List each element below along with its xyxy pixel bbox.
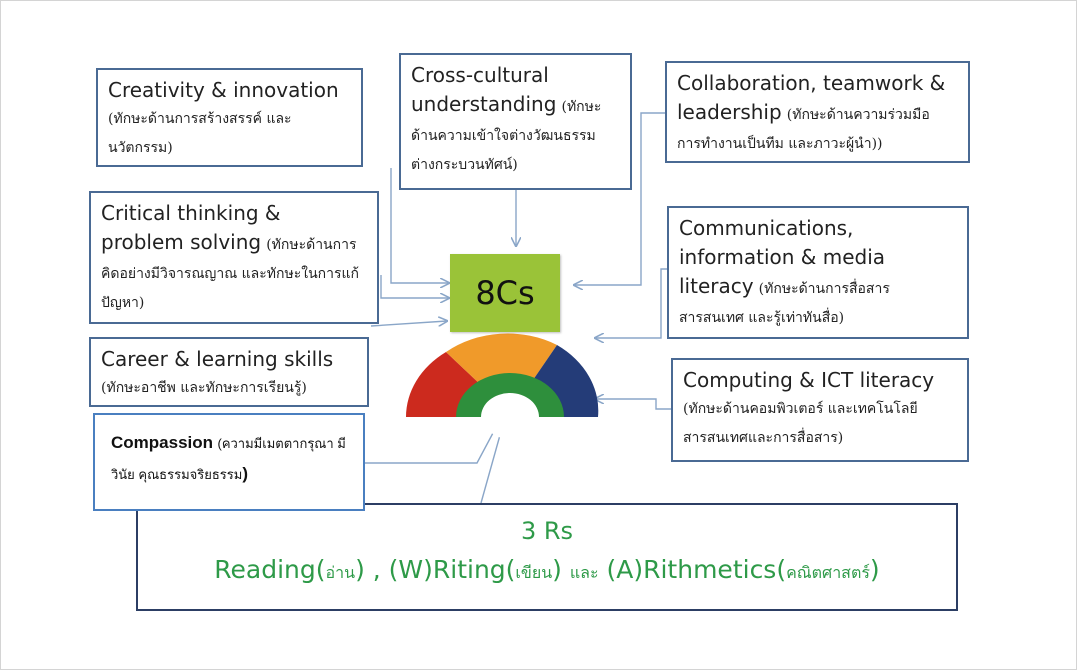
arith-thai: คณิตศาสตร์ bbox=[786, 563, 870, 582]
cross-cultural-thai: (ทักษะด้านความเข้าใจต่างวัฒนธรรม ต่างกระ… bbox=[411, 99, 602, 173]
skills-rainbow bbox=[403, 333, 603, 439]
creativity-thai: (ทักษะด้านการสร้างสรรค์ และนวัตกรรม) bbox=[108, 111, 292, 156]
rainbow-green-core bbox=[456, 373, 564, 417]
three-rs-title: 3 Rs bbox=[520, 517, 574, 545]
cross-cultural-title: Cross-cultural understanding bbox=[411, 63, 557, 116]
box-collaboration: Collaboration, teamwork & leadership (ทั… bbox=[665, 61, 970, 163]
box-cross-cultural: Cross-cultural understanding (ทักษะด้านค… bbox=[399, 53, 632, 190]
compassion-title: Compassion bbox=[111, 433, 214, 452]
arrow-critical bbox=[380, 275, 449, 298]
three-rs-line: Reading(อ่าน) , (W)Riting(เขียน) และ (A)… bbox=[138, 553, 956, 590]
box-creativity-innovation: Creativity & innovation (ทักษะด้านการสร้… bbox=[96, 68, 363, 167]
reading-close: ) , bbox=[355, 555, 389, 584]
compassion-close: ) bbox=[242, 464, 248, 483]
critical-thai: (ทักษะด้านการคิดอย่างมีวิจารณญาณ และทักษ… bbox=[101, 237, 359, 311]
writing-label: (W)Riting( bbox=[388, 555, 516, 584]
computing-title: Computing & ICT literacy bbox=[683, 368, 935, 392]
critical-title: Critical thinking & problem solving bbox=[101, 201, 281, 254]
arith-close: ) bbox=[869, 555, 880, 584]
box-compassion: Compassion (ความมีเมตตากรุณา มีวินัย คุณ… bbox=[93, 413, 365, 511]
career-title: Career & learning skills bbox=[101, 347, 334, 371]
arrow-collaboration bbox=[574, 112, 669, 285]
center-8cs-box: 8Cs bbox=[450, 254, 560, 332]
and-thai: และ bbox=[569, 563, 599, 582]
creativity-title: Creativity & innovation bbox=[108, 78, 339, 102]
box-communications: Communications, information & media lite… bbox=[667, 206, 969, 339]
box-computing: Computing & ICT literacy (ทักษะด้านคอมพิ… bbox=[671, 358, 969, 462]
arrow-career bbox=[370, 321, 447, 327]
arrow-computing bbox=[595, 399, 671, 410]
arith-label: (A)Rithmetics( bbox=[598, 555, 787, 584]
communications-thai: (ทักษะด้านการสื่อสาร สารสนเทศ และรู้เท่า… bbox=[679, 281, 890, 326]
writing-close: ) bbox=[552, 555, 570, 584]
writing-thai: เขียน bbox=[515, 563, 553, 582]
compassion-thai: (ความมีเมตตากรุณา มีวินัย คุณธรรมจริยธรร… bbox=[111, 436, 346, 482]
computing-thai: (ทักษะด้านคอมพิวเตอร์ และเทคโนโลยีสารสนเ… bbox=[683, 401, 918, 446]
box-3rs: 3 Rs Reading(อ่าน) , (W)Riting(เขียน) แล… bbox=[136, 503, 958, 611]
center-8cs-label: 8Cs bbox=[475, 274, 535, 312]
reading-thai: อ่าน bbox=[325, 563, 356, 582]
rainbow-base bbox=[403, 417, 603, 423]
rainbow-navy-band bbox=[533, 345, 599, 417]
rainbow-orange-band bbox=[446, 333, 557, 386]
collaboration-title: Collaboration, teamwork & leadership bbox=[677, 71, 946, 124]
reading-label: Reading( bbox=[214, 555, 326, 584]
communications-title: Communications, information & media lite… bbox=[679, 216, 886, 298]
box-critical-thinking: Critical thinking & problem solving (ทัก… bbox=[89, 191, 379, 324]
arrow-creativity bbox=[390, 168, 449, 283]
collaboration-thai: (ทักษะด้านความร่วมมือ การทำงานเป็นทีม แล… bbox=[677, 107, 930, 152]
arrow-communications bbox=[595, 268, 667, 338]
career-thai: (ทักษะอาชีพ และทักษะการเรียนรู้) bbox=[101, 380, 307, 396]
box-career: Career & learning skills (ทักษะอาชีพ และ… bbox=[89, 337, 369, 407]
